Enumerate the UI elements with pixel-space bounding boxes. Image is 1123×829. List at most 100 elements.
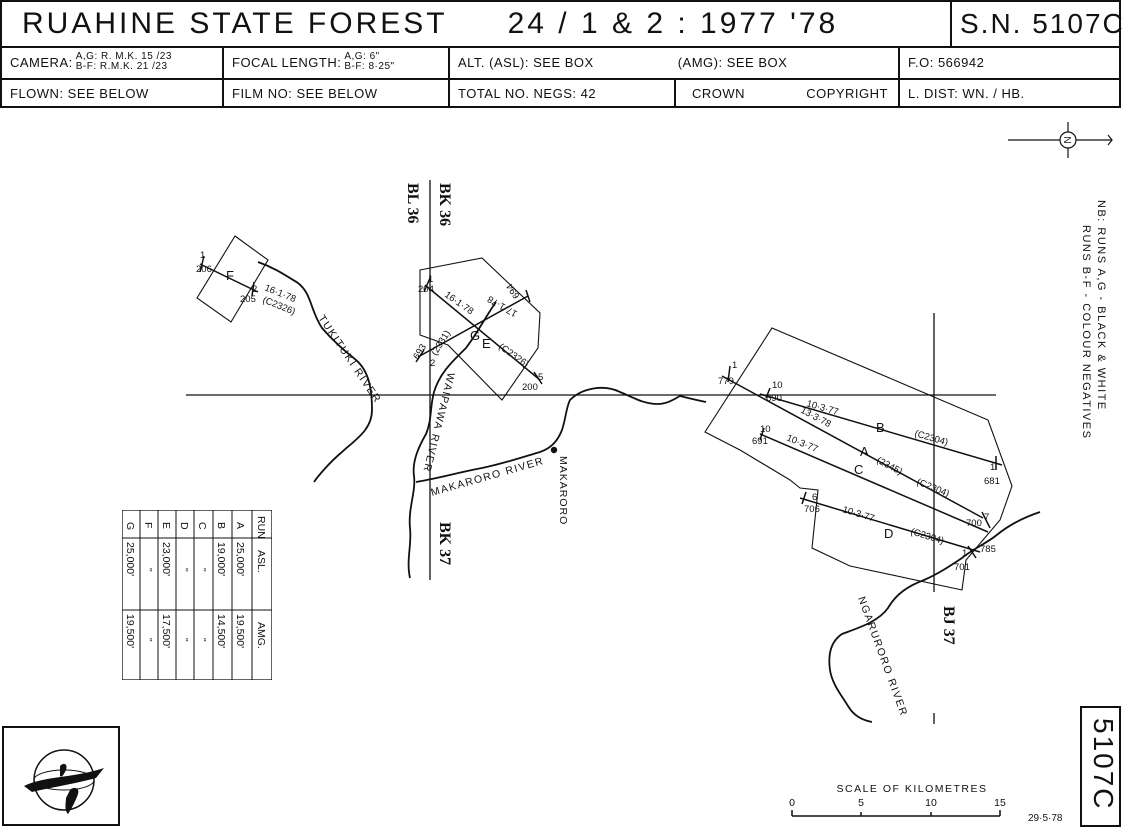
- run-a-d-labels: 779 1 10 690 10·3·77 B (C2304) 1 681 13·…: [718, 360, 1000, 573]
- negs-cell: TOTAL NO. NEGS: 42: [450, 78, 676, 108]
- run-altitude-table: RUN ASL. AMG. A 25,000' 19,500' B 19,000…: [122, 510, 272, 680]
- focal-label: FOCAL LENGTH:: [232, 54, 342, 70]
- run-g-letter: G: [470, 328, 480, 343]
- waipawa-river: [407, 301, 497, 579]
- flight-line-d: [799, 497, 981, 553]
- map-title: RUAHINE STATE FOREST: [22, 7, 448, 40]
- scale-bar: [791, 810, 1001, 817]
- run-g-end: 693: [411, 342, 429, 361]
- waipawa-label: WAIPAWA RIVER: [420, 371, 456, 474]
- header-row-specs: CAMERA: A,G: R. M.K. 15 /23 B-F: R.M.K. …: [2, 46, 1119, 80]
- run-f-start: 206: [196, 264, 212, 275]
- camera-ag: A,G: R. M.K. 15 /23: [75, 51, 172, 62]
- table-asl-a: 25,000': [234, 542, 246, 576]
- table-run-d: D: [178, 522, 190, 530]
- table-run-f: F: [142, 522, 154, 528]
- focal-values: A,G: 6" B-F: 8·25": [344, 52, 394, 72]
- run-c-end: 785: [980, 544, 996, 555]
- copyright-text: COPYRIGHT: [806, 85, 888, 101]
- coverage-runs-g-e: [419, 257, 541, 401]
- table-amg-g: 19,500': [124, 614, 136, 648]
- table-amg-d: ": [178, 638, 190, 642]
- table-header-asl: ASL.: [255, 550, 267, 573]
- run-b-end: 681: [984, 476, 1000, 487]
- focal-bf: B-F: 8·25": [344, 61, 395, 72]
- run-g-mark: 1: [428, 274, 433, 285]
- makaroro-river-label: MAKARORO RIVER: [430, 455, 546, 499]
- run-b-count: 10: [772, 380, 783, 391]
- scale-tick-5: 5: [858, 797, 864, 809]
- tukituki-label: TUKITUKI RIVER: [316, 313, 384, 406]
- ngaruroro-river: [828, 511, 1041, 723]
- run-d-start: 706: [804, 504, 820, 515]
- sn-cell: S.N. 5107C: [952, 2, 1123, 46]
- sheet-label-bk36: BK 36: [436, 183, 453, 226]
- camera-values: A,G: R. M.K. 15 /23 B-F: R.M.K. 21 /23: [76, 52, 172, 72]
- alt-label: ALT. (ASL): SEE BOX: [458, 54, 594, 70]
- header-row-flight: FLOWN: SEE BELOW FILM NO: SEE BELOW TOTA…: [2, 78, 1119, 108]
- focal-cell: FOCAL LENGTH: A,G: 6" B-F: 8·25": [224, 46, 450, 78]
- copyright-cell: CROWN COPYRIGHT: [676, 78, 900, 108]
- title-cell: RUAHINE STATE FOREST 24 / 1 & 2 : 1977 '…: [2, 2, 952, 46]
- flight-line-b: [759, 393, 1003, 466]
- note-line-2: RUNS B-F - COLOUR NEGATIVES: [1080, 225, 1092, 439]
- amg-label: (AMG): SEE BOX: [677, 54, 788, 70]
- table-header-run: RUN: [255, 516, 267, 539]
- run-d-date: 10·3·77: [841, 504, 876, 524]
- film-text: FILM NO: SEE BELOW: [232, 85, 378, 101]
- run-e-start: 694: [504, 281, 522, 300]
- table-run-a: A: [234, 522, 246, 529]
- run-d-mark: 1: [962, 548, 967, 559]
- flight-line-f: [199, 263, 259, 293]
- logo-emblem: [24, 749, 104, 814]
- run-b-film: (C2304): [913, 428, 949, 448]
- grid-lines: [186, 180, 996, 724]
- fo-number: F.O: 566942: [908, 54, 985, 70]
- table-amg-b: 14,500': [215, 614, 227, 648]
- crown-text: CROWN: [692, 85, 746, 101]
- coverage-run-f: [196, 235, 269, 323]
- table-run-b: B: [215, 522, 227, 529]
- run-g-film: (2331): [429, 328, 453, 357]
- run-a-count: 7: [984, 512, 989, 523]
- run-e-end: 200: [522, 382, 538, 393]
- run-end-ticks: [199, 255, 997, 559]
- run-e-film: (C2326): [496, 341, 530, 370]
- makaroro-point: [550, 446, 558, 454]
- tukituki-river: [257, 261, 373, 483]
- table-asl-b: 19,000': [215, 542, 227, 576]
- makaroro-river: [415, 386, 707, 483]
- run-g-start: 204: [418, 284, 434, 295]
- run-b-letter: B: [876, 420, 885, 435]
- sheet-label-bj37: BJ 37: [940, 606, 957, 645]
- note-line-1: NB: RUNS A,G - BLACK & WHITE: [1095, 200, 1107, 411]
- rivers: [257, 261, 1041, 723]
- table-run-g: G: [124, 522, 136, 530]
- table-asl-f: ": [142, 568, 154, 572]
- run-f-end: 205: [240, 294, 256, 305]
- table-asl-g: 25,000': [124, 542, 136, 576]
- run-c-count: 10: [760, 424, 771, 435]
- run-a-start: 779: [718, 376, 734, 387]
- run-g-count: 2: [430, 358, 435, 369]
- run-f-letter: F: [226, 268, 234, 283]
- table-asl-c: ": [196, 568, 208, 572]
- table-header-amg: AMG.: [255, 622, 267, 649]
- scale-title: SCALE OF KILOMETRES: [836, 783, 987, 795]
- serial-number: S.N. 5107C: [960, 8, 1123, 39]
- north-arrow: [1008, 122, 1113, 158]
- table-amg-a: 19,500': [234, 614, 246, 648]
- table-amg-f: ": [142, 638, 154, 642]
- makaroro-place-label: MAKARORO: [557, 456, 569, 525]
- run-c-start: 691: [752, 436, 768, 447]
- table-asl-e: 23,000': [160, 542, 172, 576]
- run-e-letter: E: [482, 336, 491, 351]
- aerial-mapping-logo: [2, 726, 120, 826]
- flown-text: FLOWN: SEE BELOW: [10, 85, 149, 101]
- sheet-number: 5107C: [1088, 718, 1119, 811]
- run-a-mark: 1: [732, 360, 737, 371]
- map-date: 29·5·78: [1028, 813, 1063, 824]
- camera-cell: CAMERA: A,G: R. M.K. 15 /23 B-F: R.M.K. …: [2, 46, 224, 78]
- table-asl-d: ": [178, 568, 190, 572]
